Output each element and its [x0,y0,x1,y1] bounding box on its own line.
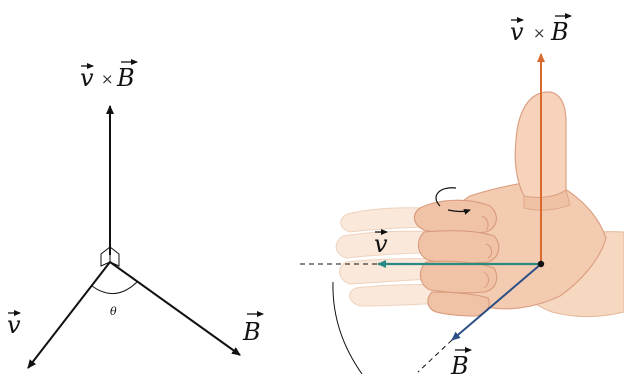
field-arrow-right [451,263,542,341]
right-angle-marker [100,245,120,267]
field-arrow-left [109,261,241,356]
left-vector-diagram: θ v × B v B [7,59,264,369]
origin-point [537,260,545,268]
cross-product-label-right: v × B [510,13,572,46]
angle-arc [91,281,138,294]
field-label-right: B [450,347,472,374]
angle-label: θ [110,305,117,318]
angle-arc-right [332,281,363,374]
field-label-left: B [242,311,264,346]
cross-label-times-right: × [533,24,546,42]
velocity-label-text: v [7,311,21,339]
cross-product-label-left: v × B [80,59,138,92]
velocity-arrow-left [27,261,111,369]
curl-rotation-icon [435,187,457,207]
cross-label-v: v [80,64,94,92]
velocity-label-left: v [7,310,21,339]
field-label-text-right: B [450,352,469,374]
velocity-label-text-right: v [374,230,388,258]
right-hand-diagram: v × B v B [300,13,624,374]
velocity-label-right: v [374,229,388,258]
field-label-text: B [242,318,261,346]
field-dashed-extension [417,339,453,373]
cross-label-times: × [101,70,114,88]
right-hand-illustration [335,91,624,317]
cross-label-b-right: B [550,18,569,46]
cross-label-b: B [116,64,135,92]
cross-label-v-right: v [510,18,524,46]
